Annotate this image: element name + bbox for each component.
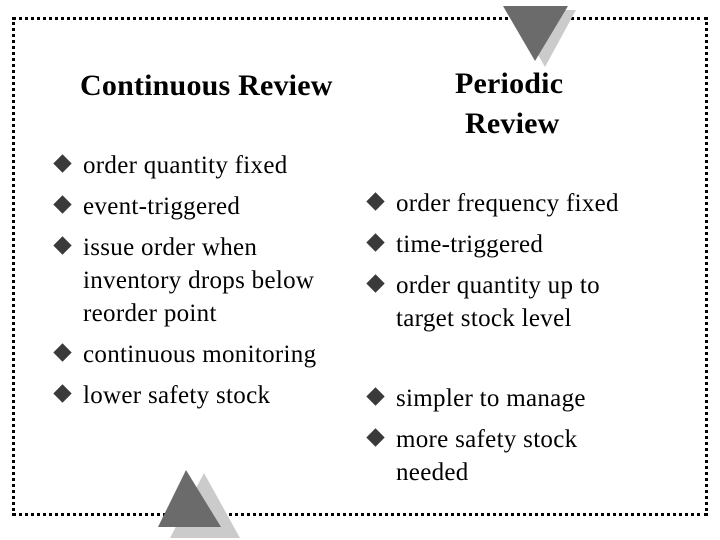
bullet-text: order frequency fixed [396,190,619,217]
bullet-text: simpler to manage [396,385,586,412]
list-item: time-triggered [366,228,666,261]
list-item: continuous monitoring [53,338,358,371]
diamond-bullet-icon [366,274,385,293]
bullet-text: order quantity up to target stock level [396,272,600,332]
list-item: order quantity up to target stock level [366,269,666,335]
left-column-heading: Continuous Review [80,69,333,102]
triangle-up-icon [158,470,240,538]
list-item: order frequency fixed [366,187,666,220]
list-item: order quantity fixed [53,149,358,182]
slide-dotted-border [12,17,708,516]
right-column-heading: Periodic Review [455,64,563,144]
diamond-bullet-icon [53,236,72,255]
left-bullet-list: order quantity fixed event-triggered iss… [53,149,358,420]
right-bullet-list-top: order frequency fixed time-triggered ord… [366,187,666,343]
list-item: event-triggered [53,190,358,223]
diamond-bullet-icon [53,343,72,362]
diamond-bullet-icon [53,384,72,403]
right-heading-line2: Review [465,107,560,140]
list-item: simpler to manage [366,382,666,415]
bullet-text: order quantity fixed [83,152,288,179]
diamond-bullet-icon [366,233,385,252]
bullet-text: more safety stock needed [396,426,578,486]
bullet-text: time-triggered [396,231,544,258]
list-item: more safety stock needed [366,423,666,489]
bullet-text: continuous monitoring [83,341,317,368]
list-item: issue order when inventory drops below r… [53,231,358,330]
right-heading-line1: Periodic [455,67,564,100]
bullet-text: issue order when inventory drops below r… [83,234,315,327]
triangle-up-main [158,470,221,527]
diamond-bullet-icon [53,154,72,173]
list-item: lower safety stock [53,379,358,412]
triangle-down-main [503,6,568,61]
right-bullet-list-bottom: simpler to manage more safety stock need… [366,382,666,497]
triangle-down-icon [503,6,576,67]
bullet-text: event-triggered [83,193,241,220]
diamond-bullet-icon [366,387,385,406]
diamond-bullet-icon [366,428,385,447]
bullet-text: lower safety stock [83,382,271,409]
diamond-bullet-icon [53,195,72,214]
diamond-bullet-icon [366,192,385,211]
